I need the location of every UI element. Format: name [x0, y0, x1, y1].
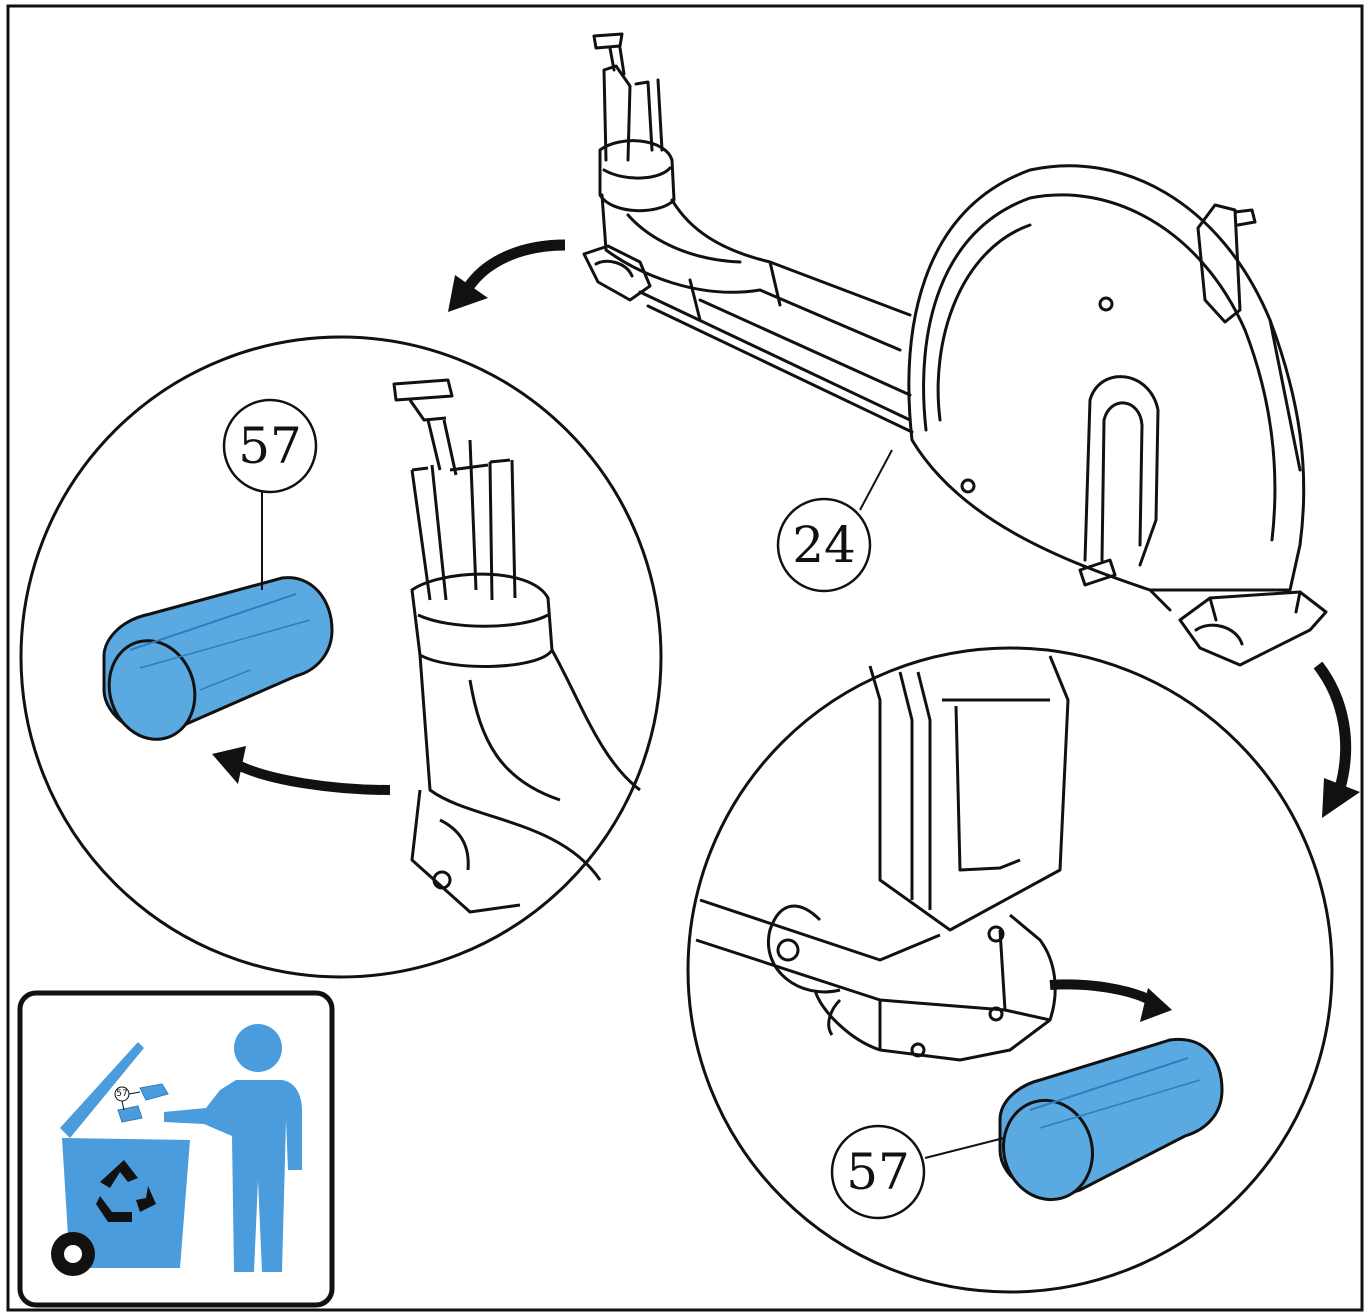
arrow-left-curve	[448, 239, 566, 312]
end-cap-57-right	[998, 1037, 1224, 1202]
leader-line-57-right	[924, 1137, 1005, 1159]
callout-57-left: 57	[222, 398, 318, 494]
end-cap-57-left	[102, 576, 334, 741]
callout-57-left-label: 57	[238, 417, 302, 475]
callout-57-right-label: 57	[846, 1143, 910, 1201]
arrow-right-detail	[1049, 979, 1153, 1005]
detail-circle-left: 57	[19, 335, 663, 979]
recycle-bin-icon: 57	[17, 990, 335, 1308]
callout-24: 24	[776, 497, 872, 593]
bike-frame-drawing	[582, 32, 1328, 667]
bin-callout-57-label: 57	[116, 1089, 127, 1099]
callout-24-label: 24	[792, 516, 856, 574]
arrow-left-detail	[237, 761, 391, 795]
arrow-right-curve	[1313, 661, 1360, 818]
callout-57-right: 57	[830, 1124, 926, 1220]
recycle-symbol-icon	[96, 1160, 156, 1222]
detail-circle-right: 57	[686, 646, 1334, 1294]
page-frame	[6, 4, 1364, 1312]
leader-line-24	[859, 449, 893, 511]
